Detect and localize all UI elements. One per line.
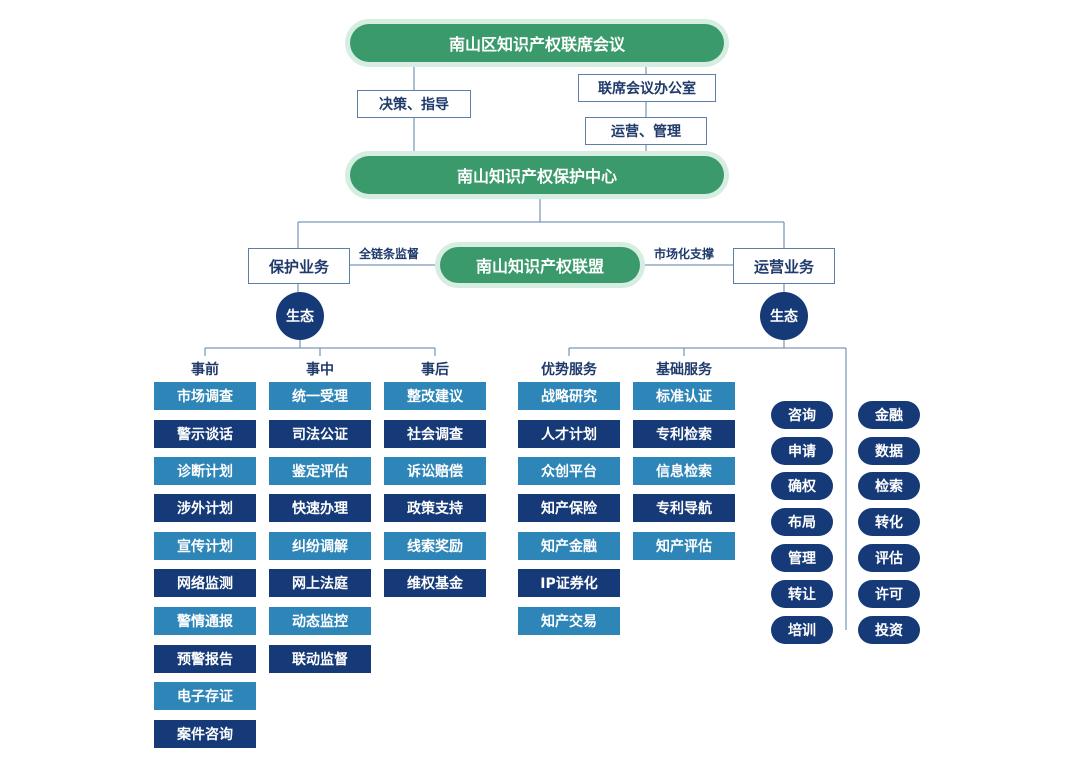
service-chip: 布局 [771, 508, 833, 536]
list-item: 知产金融 [518, 532, 620, 560]
list-item: 诉讼赔偿 [384, 457, 486, 485]
ecology-right-circle: 生态 [760, 292, 808, 340]
list-item: 信息检索 [633, 457, 735, 485]
service-chip: 管理 [771, 544, 833, 572]
list-item: 联动监督 [269, 645, 371, 673]
list-item: 人才计划 [518, 420, 620, 448]
list-item: 警示谈话 [154, 420, 256, 448]
service-chip: 评估 [858, 544, 920, 572]
list-item: 案件咨询 [154, 720, 256, 748]
column-header-after: 事后 [421, 362, 449, 378]
service-chip: 转化 [858, 508, 920, 536]
list-item: 警情通报 [154, 607, 256, 635]
council-node: 南山区知识产权联席会议 [350, 24, 724, 62]
list-item: 统一受理 [269, 382, 371, 410]
list-item: 标准认证 [633, 382, 735, 410]
list-item: 知产评估 [633, 532, 735, 560]
column-header-during: 事中 [306, 362, 334, 378]
service-chip: 申请 [771, 437, 833, 465]
list-item: 宣传计划 [154, 532, 256, 560]
list-item: 维权基金 [384, 569, 486, 597]
list-item: 市场调查 [154, 382, 256, 410]
list-item: 网络监测 [154, 569, 256, 597]
decision-guidance-box: 决策、指导 [357, 90, 471, 118]
list-item: 快速办理 [269, 494, 371, 522]
list-item: 司法公证 [269, 420, 371, 448]
list-item: 战略研究 [518, 382, 620, 410]
list-item: 电子存证 [154, 682, 256, 710]
list-item: IP证券化 [518, 569, 620, 597]
list-item: 知产交易 [518, 607, 620, 635]
column-header-before: 事前 [191, 362, 219, 378]
list-item: 知产保险 [518, 494, 620, 522]
ecology-left-circle: 生态 [276, 292, 324, 340]
column-header-basic-services: 基础服务 [656, 362, 712, 378]
service-chip: 转让 [771, 580, 833, 608]
service-chip: 数据 [858, 437, 920, 465]
list-item: 线索奖励 [384, 532, 486, 560]
list-item: 预警报告 [154, 645, 256, 673]
list-item: 专利导航 [633, 494, 735, 522]
list-item: 纠纷调解 [269, 532, 371, 560]
service-chip: 培训 [771, 616, 833, 644]
list-item: 网上法庭 [269, 569, 371, 597]
protection-business-box: 保护业务 [248, 248, 350, 284]
service-chip: 确权 [771, 472, 833, 500]
council-office-box: 联席会议办公室 [578, 74, 716, 102]
list-item: 涉外计划 [154, 494, 256, 522]
list-item: 整改建议 [384, 382, 486, 410]
column-header-advantage-services: 优势服务 [541, 362, 597, 378]
service-chip: 许可 [858, 580, 920, 608]
list-item: 专利检索 [633, 420, 735, 448]
list-item: 诊断计划 [154, 457, 256, 485]
service-chip: 咨询 [771, 401, 833, 429]
list-item: 政策支持 [384, 494, 486, 522]
operation-business-box: 运营业务 [733, 248, 835, 284]
alliance-node: 南山知识产权联盟 [440, 247, 640, 283]
service-chip: 检索 [858, 472, 920, 500]
list-item: 社会调查 [384, 420, 486, 448]
service-chip: 投资 [858, 616, 920, 644]
list-item: 众创平台 [518, 457, 620, 485]
list-item: 动态监控 [269, 607, 371, 635]
market-support-label: 市场化支撑 [654, 247, 715, 261]
protection-center-node: 南山知识产权保护中心 [350, 156, 724, 194]
operation-management-box: 运营、管理 [585, 117, 707, 145]
service-chip: 金融 [858, 401, 920, 429]
list-item: 鉴定评估 [269, 457, 371, 485]
full-chain-supervision-label: 全链条监督 [359, 247, 420, 261]
